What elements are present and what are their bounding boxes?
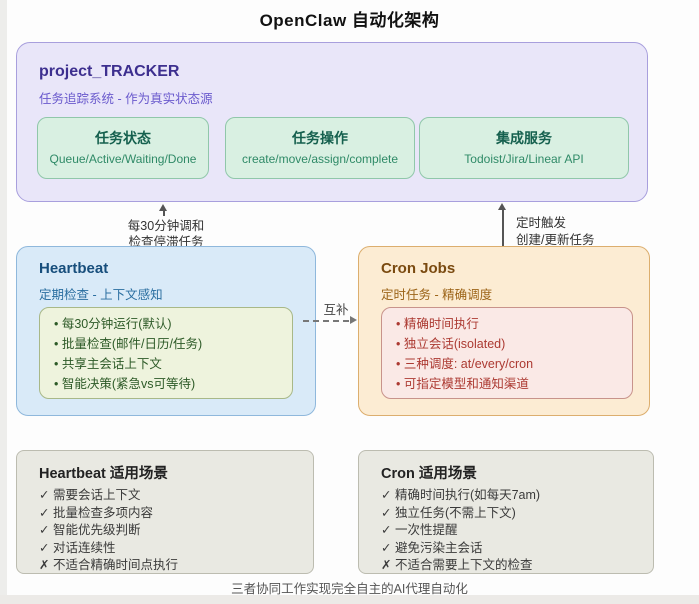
connector-line-left <box>163 210 165 216</box>
list-item: 精确时间执行 <box>396 314 626 334</box>
list-item: 批量检查(邮件/日历/任务) <box>54 334 286 354</box>
card-title: 任务状态 <box>95 130 151 146</box>
scenario-item: ✓ 避免污染主会话 <box>381 540 483 555</box>
list-item: 可指定模型和通知渠道 <box>396 374 626 394</box>
scenarios-list: ✓ 精确时间执行(如每天7am) ✓ 独立任务(不需上下文) ✓ 一次性提醒 ✓… <box>381 487 540 575</box>
up-arrow-icon <box>498 203 506 210</box>
scenarios-title: Heartbeat 适用场景 <box>39 466 168 482</box>
card-title: 任务操作 <box>292 130 348 146</box>
scenario-item: ✓ 一次性提醒 <box>381 523 458 537</box>
dashed-connector <box>303 320 349 322</box>
card-task-status: 任务状态 Queue/Active/Waiting/Done <box>37 117 209 179</box>
list-item: 每30分钟运行(默认) <box>54 314 286 334</box>
card-subtitle: Queue/Active/Waiting/Done <box>49 152 197 166</box>
scenario-item: ✗ 不适合精确时间点执行 <box>39 558 178 572</box>
card-integrations: 集成服务 Todoist/Jira/Linear API <box>419 117 629 179</box>
connector-label: 定时触发 <box>516 216 567 230</box>
card-task-operations: 任务操作 create/move/assign/complete <box>225 117 415 179</box>
heartbeat-scenarios-box: Heartbeat 适用场景 ✓ 需要会话上下文 ✓ 批量检查多项内容 ✓ 智能… <box>16 450 314 574</box>
connector-label: 创建/更新任务 <box>516 233 595 247</box>
cron-feature-list: 精确时间执行 独立会话(isolated) 三种调度: at/every/cro… <box>381 307 633 399</box>
cron-subtitle: 定时任务 - 精确调度 <box>381 288 493 302</box>
scenario-item: ✓ 对话连续性 <box>39 540 116 555</box>
page-title: OpenClaw 自动化架构 <box>259 11 440 30</box>
card-title: 集成服务 <box>496 130 552 146</box>
cron-scenarios-box: Cron 适用场景 ✓ 精确时间执行(如每天7am) ✓ 独立任务(不需上下文)… <box>358 450 654 574</box>
heartbeat-box: Heartbeat 定期检查 - 上下文感知 每30分钟运行(默认) 批量检查(… <box>16 246 316 416</box>
scenario-item: ✓ 智能优先级判断 <box>39 523 141 537</box>
project-tracker-box: project_TRACKER 任务追踪系统 - 作为真实状态源 任务状态 Qu… <box>16 42 648 202</box>
connector-line-right <box>502 209 504 246</box>
scenarios-title: Cron 适用场景 <box>381 466 477 482</box>
complement-label: 互补 <box>323 303 349 317</box>
heartbeat-subtitle: 定期检查 - 上下文感知 <box>39 288 163 302</box>
list-item: 智能决策(紧急vs可等待) <box>54 374 286 394</box>
card-subtitle: Todoist/Jira/Linear API <box>464 152 584 166</box>
project-tracker-title: project_TRACKER <box>39 63 180 80</box>
right-arrow-icon <box>350 316 357 324</box>
scenario-item: ✓ 精确时间执行(如每天7am) <box>381 488 541 502</box>
page-edge-left <box>0 0 7 604</box>
page-edge-bottom <box>0 595 699 604</box>
list-item: 三种调度: at/every/cron <box>396 354 626 374</box>
scenarios-list: ✓ 需要会话上下文 ✓ 批量检查多项内容 ✓ 智能优先级判断 ✓ 对话连续性 ✗… <box>39 487 178 575</box>
heartbeat-title: Heartbeat <box>39 260 109 277</box>
scenario-item: ✗ 不适合需要上下文的检查 <box>381 558 533 572</box>
scenario-item: ✓ 需要会话上下文 <box>39 488 141 502</box>
cron-jobs-box: Cron Jobs 定时任务 - 精确调度 精确时间执行 独立会话(isolat… <box>358 246 650 416</box>
footer-caption: 三者协同工作实现完全自主的AI代理自动化 <box>231 582 468 596</box>
connector-label: 每30分钟调和 <box>127 219 205 233</box>
card-subtitle: create/move/assign/complete <box>241 152 399 166</box>
connector-label: 检查停滞任务 <box>128 235 204 249</box>
heartbeat-feature-list: 每30分钟运行(默认) 批量检查(邮件/日历/任务) 共享主会话上下文 智能决策… <box>39 307 293 399</box>
up-arrow-icon <box>159 204 167 211</box>
scenario-item: ✓ 批量检查多项内容 <box>39 505 153 520</box>
project-tracker-subtitle: 任务追踪系统 - 作为真实状态源 <box>39 92 213 106</box>
scenario-item: ✓ 独立任务(不需上下文) <box>381 505 516 520</box>
list-item: 共享主会话上下文 <box>54 354 286 374</box>
cron-title: Cron Jobs <box>381 260 456 277</box>
list-item: 独立会话(isolated) <box>396 334 626 354</box>
